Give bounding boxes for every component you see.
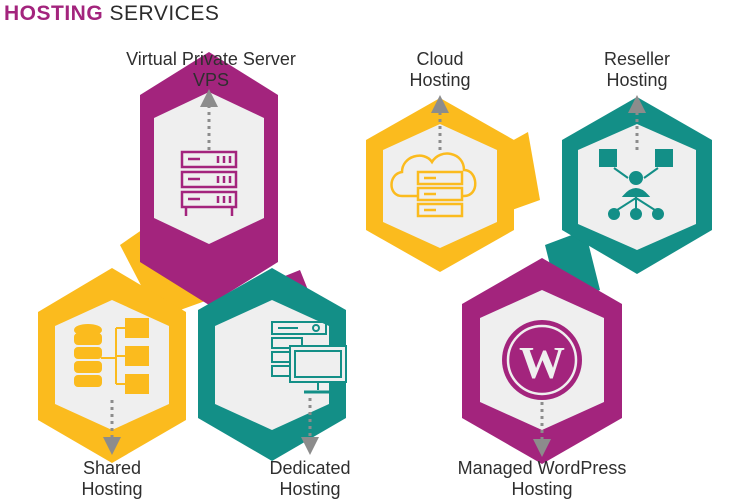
label-dedicated-line1: Dedicated	[269, 458, 351, 478]
svg-text:W: W	[519, 337, 565, 388]
database-network-icon	[74, 318, 149, 394]
title-rest: SERVICES	[109, 2, 220, 25]
hex-shared-inner	[55, 300, 169, 430]
dedicated-server-monitor-icon	[271, 321, 347, 394]
label-vps-line1: Virtual Private Server	[126, 49, 296, 69]
cloud-server-icon	[390, 152, 477, 218]
label-cloud: Cloud Hosting	[390, 49, 490, 91]
reseller-network-icon	[599, 149, 673, 220]
service-reseller	[562, 95, 712, 274]
server-rack-icon	[180, 150, 238, 216]
service-cloud	[366, 95, 514, 272]
label-vps: Virtual Private Server VPS	[96, 49, 326, 91]
label-shared-line2: Hosting	[81, 479, 143, 499]
service-shared	[38, 268, 186, 463]
label-wordpress-line2: Hosting	[511, 479, 573, 499]
wordpress-logo-icon: W	[502, 320, 582, 400]
label-cloud-line2: Hosting	[409, 70, 471, 90]
service-vps	[140, 52, 278, 305]
service-dedicated	[198, 268, 347, 461]
hex-cloud-inner	[383, 124, 497, 248]
title-accent: HOSTING	[4, 2, 104, 25]
label-managed-wordpress: Managed WordPress Hosting	[425, 458, 659, 500]
label-reseller-line1: Reseller	[603, 49, 671, 69]
label-dedicated-line2: Hosting	[279, 479, 341, 499]
label-reseller-line2: Hosting	[606, 70, 668, 90]
label-wordpress-line1: Managed WordPress	[457, 458, 627, 478]
connector-cloud-reseller	[510, 132, 540, 210]
label-dedicated: Dedicated Hosting	[250, 458, 370, 500]
page-title: HOSTING SERVICES	[4, 2, 219, 26]
label-shared: Shared Hosting	[62, 458, 162, 500]
label-shared-line1: Shared	[82, 458, 142, 478]
label-reseller: Reseller Hosting	[585, 49, 689, 91]
label-vps-line2: VPS	[192, 70, 230, 90]
label-cloud-line1: Cloud	[416, 49, 464, 69]
service-managed-wordpress: W	[462, 258, 622, 464]
